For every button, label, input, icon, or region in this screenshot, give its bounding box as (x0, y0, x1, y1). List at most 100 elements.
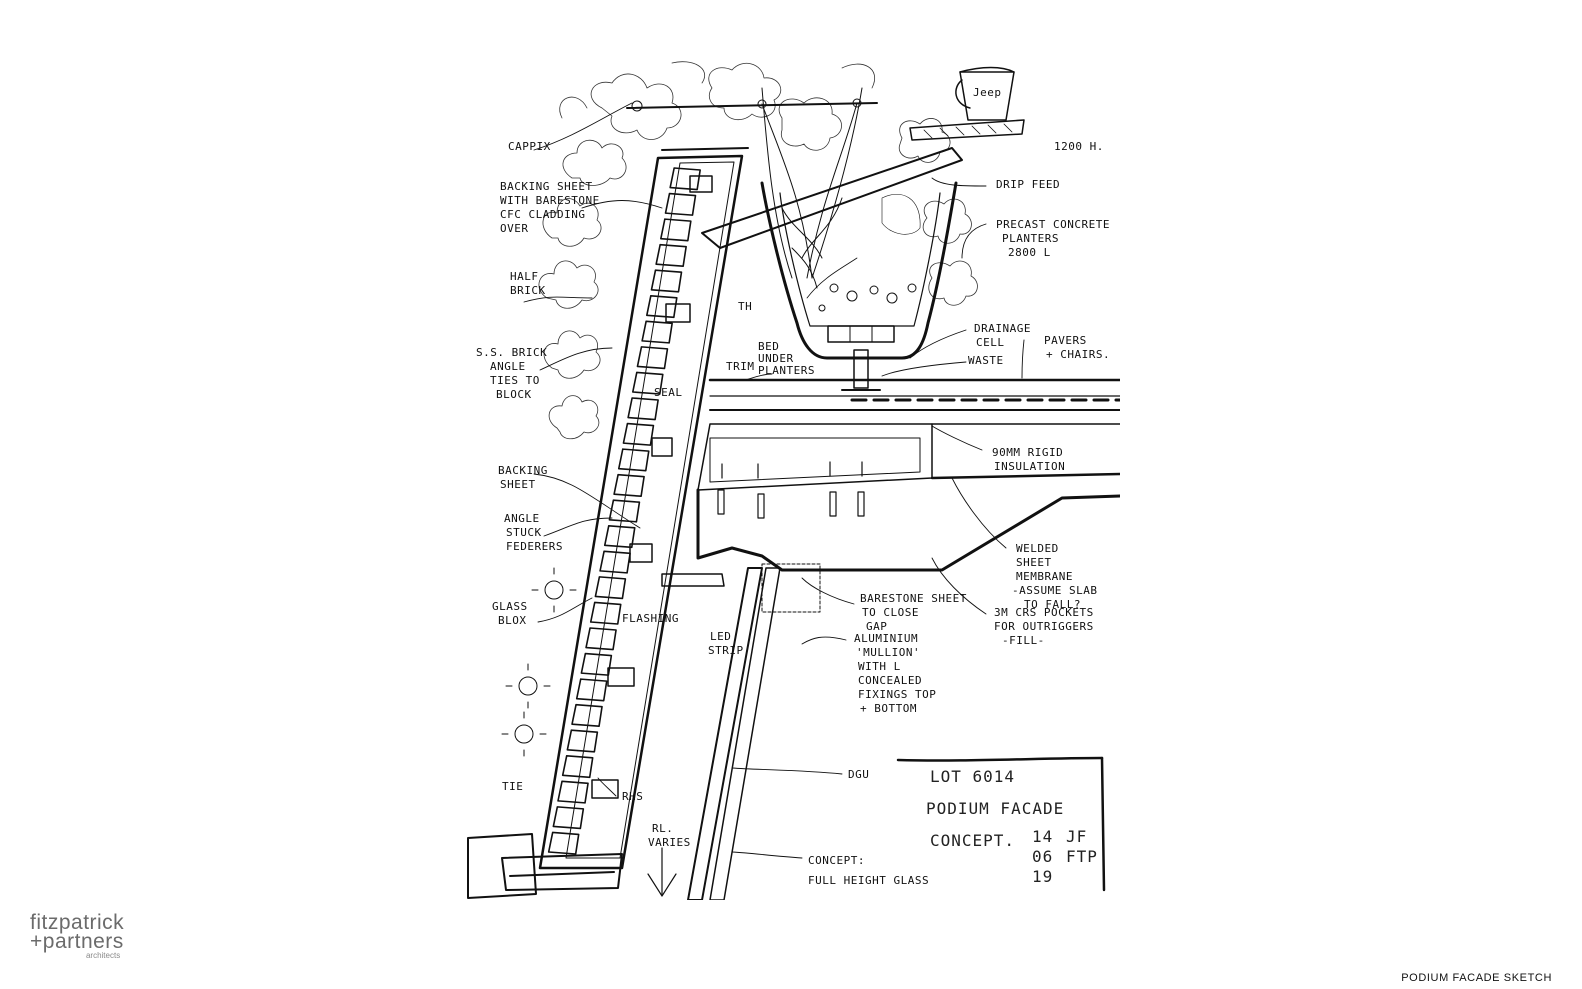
glazing-mullion (661, 563, 821, 900)
label-pockets-3: -FILL- (1002, 634, 1045, 647)
label-alu-4: CONCEALED (858, 674, 922, 687)
glass-block (571, 703, 603, 728)
glass-block (617, 448, 650, 472)
glass-block (627, 397, 659, 421)
glass-block (557, 780, 589, 804)
glass-block (650, 269, 683, 293)
label-glass-1: GLASS (492, 600, 528, 613)
glass-block (622, 422, 655, 446)
label-pavers-1: PAVERS (1044, 334, 1087, 347)
stamp-concept: CONCEPT. (930, 831, 1015, 850)
label-ss-brick-4: BLOCK (496, 388, 532, 401)
wall-base (467, 833, 623, 899)
label-drip-feed: DRIP FEED (996, 178, 1060, 191)
glass-block (561, 754, 594, 779)
label-glass-2: BLOX (498, 614, 527, 627)
jeep-cup (955, 66, 1015, 121)
stamp-lot: LOT 6014 (930, 767, 1015, 786)
label-ss-brick-3: TIES TO (490, 374, 540, 387)
foliage-scribble (538, 61, 978, 440)
glass-block (566, 729, 599, 753)
glass-block (631, 371, 664, 395)
label-tie: TIE (502, 780, 523, 793)
label-welded-2: SHEET (1016, 556, 1052, 569)
glass-block (594, 576, 627, 600)
label-barestone-1: BARESTONE SHEET (860, 592, 967, 605)
glass-block (669, 167, 701, 191)
label-led-1: LED (710, 630, 731, 643)
label-bed-2: UNDER (758, 352, 794, 365)
label-drainage-2: CELL (976, 336, 1005, 349)
label-seal: SEAL (654, 386, 683, 399)
label-welded-3: MEMBRANE (1016, 570, 1073, 583)
label-pockets-1: 3M CRS POCKETS (994, 606, 1094, 619)
label-welded-1: WELDED (1016, 542, 1059, 555)
label-half-brick-2: BRICK (510, 284, 546, 297)
label-half-brick-1: HALF (510, 270, 539, 283)
glass-block (585, 627, 617, 651)
label-concept-2: FULL HEIGHT GLASS (808, 874, 929, 887)
leader-lines (523, 102, 1025, 859)
glass-block (603, 524, 636, 549)
label-backing-sheet-4: OVER (500, 222, 529, 235)
glass-block (589, 601, 622, 625)
brand-line-1: fitzpatrick (30, 911, 125, 934)
label-angle-1: ANGLE (504, 512, 540, 525)
brand-line-3: architects (85, 951, 121, 960)
label-precast-1: PRECAST CONCRETE (996, 218, 1110, 231)
label-pockets-2: FOR OUTRIGGERS (994, 620, 1094, 633)
glass-block (552, 806, 585, 830)
glass-block (660, 218, 692, 242)
stamp-initials-1: JF (1066, 827, 1087, 846)
cantilever-arm (701, 119, 1025, 249)
label-dgu: DGU (848, 768, 869, 781)
jeep-label: Jeep (973, 86, 1002, 99)
label-ss-brick-2: ANGLE (490, 360, 526, 373)
glass-block (664, 192, 697, 216)
label-th: TH (738, 300, 752, 313)
label-concept-1: CONCEPT: (808, 854, 865, 867)
facade-wall (538, 147, 749, 870)
label-waste: WASTE (968, 354, 1004, 367)
label-angle-3: FEDERERS (506, 540, 563, 553)
stamp-initials-2: FTP (1066, 847, 1098, 866)
glass-block (646, 294, 678, 319)
label-alu-3: WITH L (858, 660, 901, 673)
label-backing-1: BACKING (498, 464, 548, 477)
label-alu-6: + BOTTOM (860, 702, 917, 715)
stamp-podium-facade: PODIUM FACADE (926, 799, 1064, 818)
label-rigid-1: 90MM RIGID (992, 446, 1063, 459)
label-drainage-1: DRAINAGE (974, 322, 1031, 335)
label-rl-2: VARIES (648, 836, 691, 849)
label-backing-sheet-1: BACKING SHEET (500, 180, 593, 193)
label-cappix: CAPPIX (508, 140, 551, 153)
label-led-2: STRIP (708, 644, 744, 657)
glass-block-symbols (501, 567, 577, 757)
label-welded-5: TO FALL? (1024, 598, 1081, 611)
label-alu-1: ALUMINIUM (854, 632, 918, 645)
label-precast-2: PLANTERS (1002, 232, 1059, 245)
glass-block-column (547, 167, 701, 855)
label-barestone-2: TO CLOSE (862, 606, 919, 619)
glass-block (575, 678, 608, 702)
label-precast-3: 2800 L (1008, 246, 1051, 259)
label-alu-2: 'MULLION' (856, 646, 920, 659)
annotation-labels: CAPPIX BACKING SHEET WITH BARESTONE CFC … (476, 140, 1110, 887)
glass-block (641, 320, 673, 344)
glass-block (547, 831, 580, 855)
sheet-title: PODIUM FACADE SKETCH (1401, 972, 1552, 984)
title-stamp-frame (896, 756, 1106, 892)
glass-block (655, 243, 687, 268)
slab-fixings (717, 461, 865, 519)
label-bed-3: PLANTERS (758, 364, 815, 377)
label-trim: TRIM (726, 360, 755, 373)
rl-arrow (647, 847, 677, 897)
label-alu-5: FIXINGS TOP (858, 688, 936, 701)
wall-fixings (591, 175, 713, 799)
label-rl-1: RL. (652, 822, 673, 835)
label-rhs: RHS (622, 790, 643, 803)
glass-block (608, 499, 641, 523)
glass-block (613, 473, 645, 498)
glass-block (636, 346, 669, 370)
label-welded-4: -ASSUME SLAB (1012, 584, 1097, 597)
